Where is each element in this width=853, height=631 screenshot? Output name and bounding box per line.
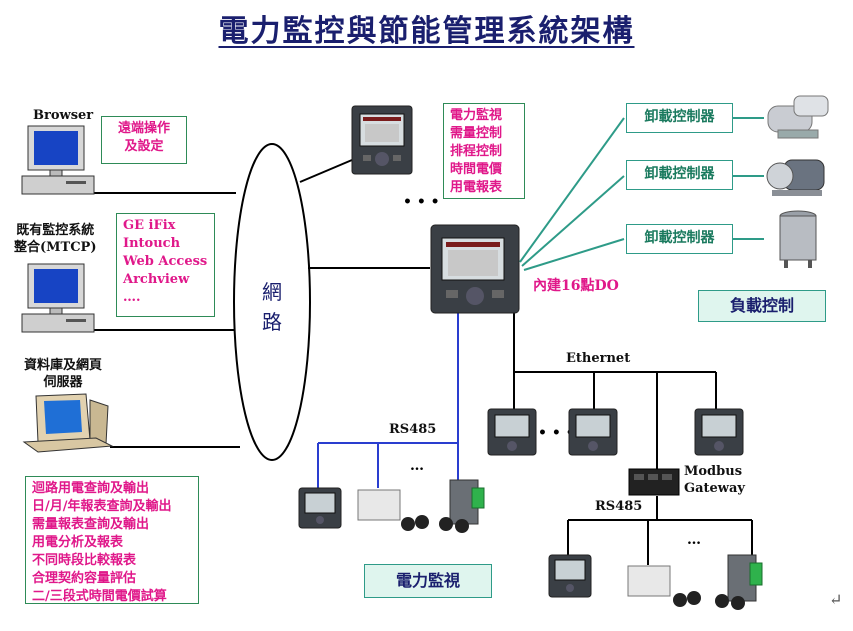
top-ellipsis: • • • [403, 194, 440, 210]
rs485-io-module-left [439, 479, 485, 533]
return-mark: ↵ [829, 590, 843, 609]
power-meter-top [351, 105, 413, 175]
ethernet-label: Ethernet [566, 351, 631, 366]
rs485-module-right [627, 565, 701, 607]
database-server-icon [22, 393, 114, 453]
rs485-module-left [357, 489, 429, 531]
rs485-right-ellipsis: … [687, 532, 701, 548]
modbus-gateway-icon [628, 468, 680, 496]
rs485-right-label: RS485 [595, 499, 643, 514]
unload-controller-3: 卸載控制器 [626, 224, 733, 254]
browser-label: Browser [33, 108, 94, 123]
ethernet-meter-1 [487, 408, 537, 456]
chiller-icon [767, 95, 829, 139]
water-heater-icon [779, 210, 817, 268]
pump-icon [766, 159, 825, 196]
main-power-meter [430, 224, 520, 314]
ethernet-ellipsis: • • • [538, 425, 575, 441]
remote-operation-box: 遠端操作及設定 [101, 116, 187, 164]
rs485-io-module-right [715, 554, 763, 610]
existing-system-computer-icon [21, 263, 95, 333]
rs485-meter-right [548, 554, 592, 598]
reports-box: 迴路用電查詢及輸出日/月/年報表查詢及輸出需量報表查詢及輸出用電分析及報表不同時… [25, 476, 199, 604]
browser-computer-icon [21, 125, 95, 195]
ethernet-meter-2 [568, 408, 618, 456]
database-server-label: 資料庫及網頁伺服器 [24, 358, 103, 390]
rs485-left-label: RS485 [389, 422, 437, 437]
unload-controller-2: 卸載控制器 [626, 160, 733, 190]
functions-box: 電力監視需量控制排程控制時間電價用電報表 [443, 103, 525, 199]
rs485-left-ellipsis: … [410, 458, 424, 474]
do-label: 內建16點DO [533, 278, 619, 294]
load-control-title: 負載控制 [698, 290, 826, 322]
rs485-meter-left [298, 487, 342, 529]
network-label: 網路 [262, 280, 282, 334]
page-title: 電力監控與節能管理系統架構 [218, 14, 635, 49]
existing-system-label: 既有監控系統整合(MTCP) [14, 223, 97, 255]
network-ellipse [233, 143, 311, 461]
unload-controller-1: 卸載控制器 [626, 103, 733, 133]
ethernet-meter-3 [694, 408, 744, 456]
power-monitor-title: 電力監視 [364, 564, 492, 598]
